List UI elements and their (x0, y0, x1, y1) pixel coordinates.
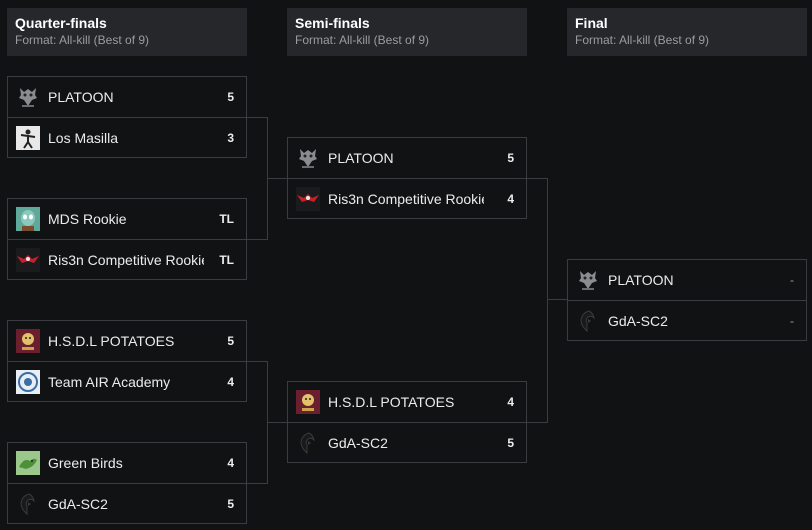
platoon-logo-icon (576, 268, 600, 292)
match-semi-final-1[interactable]: PLATOON 5 Ris3n Competitive Rookie 4 (287, 137, 527, 219)
match-final[interactable]: PLATOON - GdA-SC2 - (567, 259, 807, 341)
gda-sc2-logo-icon (576, 309, 600, 333)
match-quarter-final-4[interactable]: Green Birds 4 GdA-SC2 5 (7, 442, 247, 524)
match-semi-final-2[interactable]: H.S.D.L POTATOES 4 GdA-SC2 5 (287, 381, 527, 463)
gda-sc2-logo-icon (296, 431, 320, 455)
team-name: Ris3n Competitive Rookie (48, 252, 204, 268)
round-title: Quarter-finals (15, 15, 239, 32)
team-score: 5 (227, 484, 234, 524)
team-slot[interactable]: PLATOON 5 (8, 77, 246, 117)
team-slot[interactable]: GdA-SC2 - (568, 300, 806, 340)
round-format: Format: All-kill (Best of 9) (575, 32, 799, 48)
team-score: 5 (507, 423, 514, 463)
team-name: GdA-SC2 (608, 313, 764, 329)
team-slot[interactable]: Ris3n Competitive Rookie TL (8, 239, 246, 279)
team-slot[interactable]: Green Birds 4 (8, 443, 246, 483)
round-format: Format: All-kill (Best of 9) (295, 32, 519, 48)
match-quarter-final-1[interactable]: PLATOON 5 Los Masilla 3 (7, 76, 247, 158)
ris3n-logo-icon (16, 248, 40, 272)
team-name: MDS Rookie (48, 211, 204, 227)
ris3n-logo-icon (296, 187, 320, 211)
team-name: GdA-SC2 (48, 496, 204, 512)
team-name: H.S.D.L POTATOES (328, 394, 484, 410)
team-score: - (790, 301, 794, 341)
platoon-logo-icon (16, 85, 40, 109)
team-score: 4 (227, 362, 234, 402)
team-score: TL (219, 199, 234, 239)
team-score: 5 (227, 321, 234, 361)
connector-sf1-sf2 (526, 178, 548, 423)
team-score: - (790, 260, 794, 300)
team-score: 4 (227, 443, 234, 483)
round-header-quarter-finals: Quarter-finals Format: All-kill (Best of… (7, 8, 247, 56)
match-quarter-final-2[interactable]: MDS Rookie TL Ris3n Competitive Rookie T… (7, 198, 247, 280)
round-format: Format: All-kill (Best of 9) (15, 32, 239, 48)
team-score: 5 (227, 77, 234, 117)
round-title: Final (575, 15, 799, 32)
team-slot[interactable]: PLATOON 5 (288, 138, 526, 178)
connector-to-final (547, 299, 568, 300)
connector-qf3-qf4 (246, 361, 268, 484)
team-name: Los Masilla (48, 130, 204, 146)
connector-qf1-qf2 (246, 117, 268, 240)
team-name: GdA-SC2 (328, 435, 484, 451)
connector-to-sf1 (267, 178, 288, 179)
match-quarter-final-3[interactable]: H.S.D.L POTATOES 5 Team AIR Academy 4 (7, 320, 247, 402)
mds-rookie-logo-icon (16, 207, 40, 231)
round-header-semi-finals: Semi-finals Format: All-kill (Best of 9) (287, 8, 527, 56)
team-name: PLATOON (608, 272, 764, 288)
hsdl-potatoes-logo-icon (296, 390, 320, 414)
team-score: 4 (507, 382, 514, 422)
team-name: Team AIR Academy (48, 374, 204, 390)
team-score: 5 (507, 138, 514, 178)
los-masilla-logo-icon (16, 126, 40, 150)
team-slot[interactable]: H.S.D.L POTATOES 4 (288, 382, 526, 422)
team-air-logo-icon (16, 370, 40, 394)
team-score: TL (219, 240, 234, 280)
team-score: 4 (507, 179, 514, 219)
team-name: PLATOON (328, 150, 484, 166)
gda-sc2-logo-icon (16, 492, 40, 516)
team-slot[interactable]: GdA-SC2 5 (288, 422, 526, 462)
round-title: Semi-finals (295, 15, 519, 32)
team-name: Green Birds (48, 455, 204, 471)
team-slot[interactable]: GdA-SC2 5 (8, 483, 246, 523)
platoon-logo-icon (296, 146, 320, 170)
connector-to-sf2 (267, 422, 288, 423)
team-slot[interactable]: Ris3n Competitive Rookie 4 (288, 178, 526, 218)
team-score: 3 (227, 118, 234, 158)
team-slot[interactable]: Los Masilla 3 (8, 117, 246, 157)
team-slot[interactable]: H.S.D.L POTATOES 5 (8, 321, 246, 361)
team-slot[interactable]: MDS Rookie TL (8, 199, 246, 239)
hsdl-potatoes-logo-icon (16, 329, 40, 353)
team-name: H.S.D.L POTATOES (48, 333, 204, 349)
team-slot[interactable]: PLATOON - (568, 260, 806, 300)
round-header-final: Final Format: All-kill (Best of 9) (567, 8, 807, 56)
team-name: PLATOON (48, 89, 204, 105)
team-slot[interactable]: Team AIR Academy 4 (8, 361, 246, 401)
team-name: Ris3n Competitive Rookie (328, 191, 484, 207)
green-birds-logo-icon (16, 451, 40, 475)
